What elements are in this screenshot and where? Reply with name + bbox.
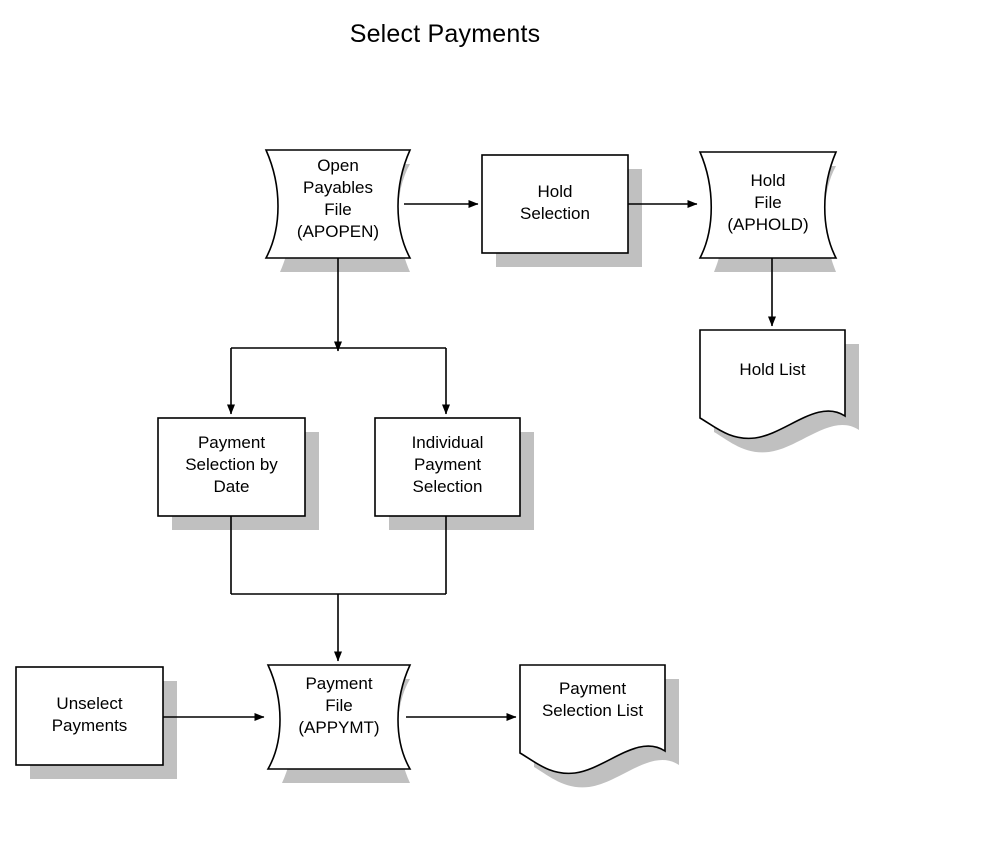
unselect-payments-shape[interactable] [15, 666, 164, 766]
hold-selection-shape[interactable] [481, 154, 629, 254]
shape-layer [15, 149, 846, 775]
payment-selection-list-shape[interactable] [519, 664, 666, 775]
hold-list-shape[interactable] [699, 329, 846, 440]
open-payables-file-shape[interactable] [264, 149, 412, 259]
connector-layer [163, 200, 776, 721]
payment-file-shape[interactable] [266, 664, 412, 770]
hold-file-shape[interactable] [698, 151, 838, 259]
payment-selection-by-date-shape[interactable] [157, 417, 306, 517]
individual-payment-selection-shape[interactable] [374, 417, 521, 517]
page-title: Select Payments [349, 20, 541, 48]
